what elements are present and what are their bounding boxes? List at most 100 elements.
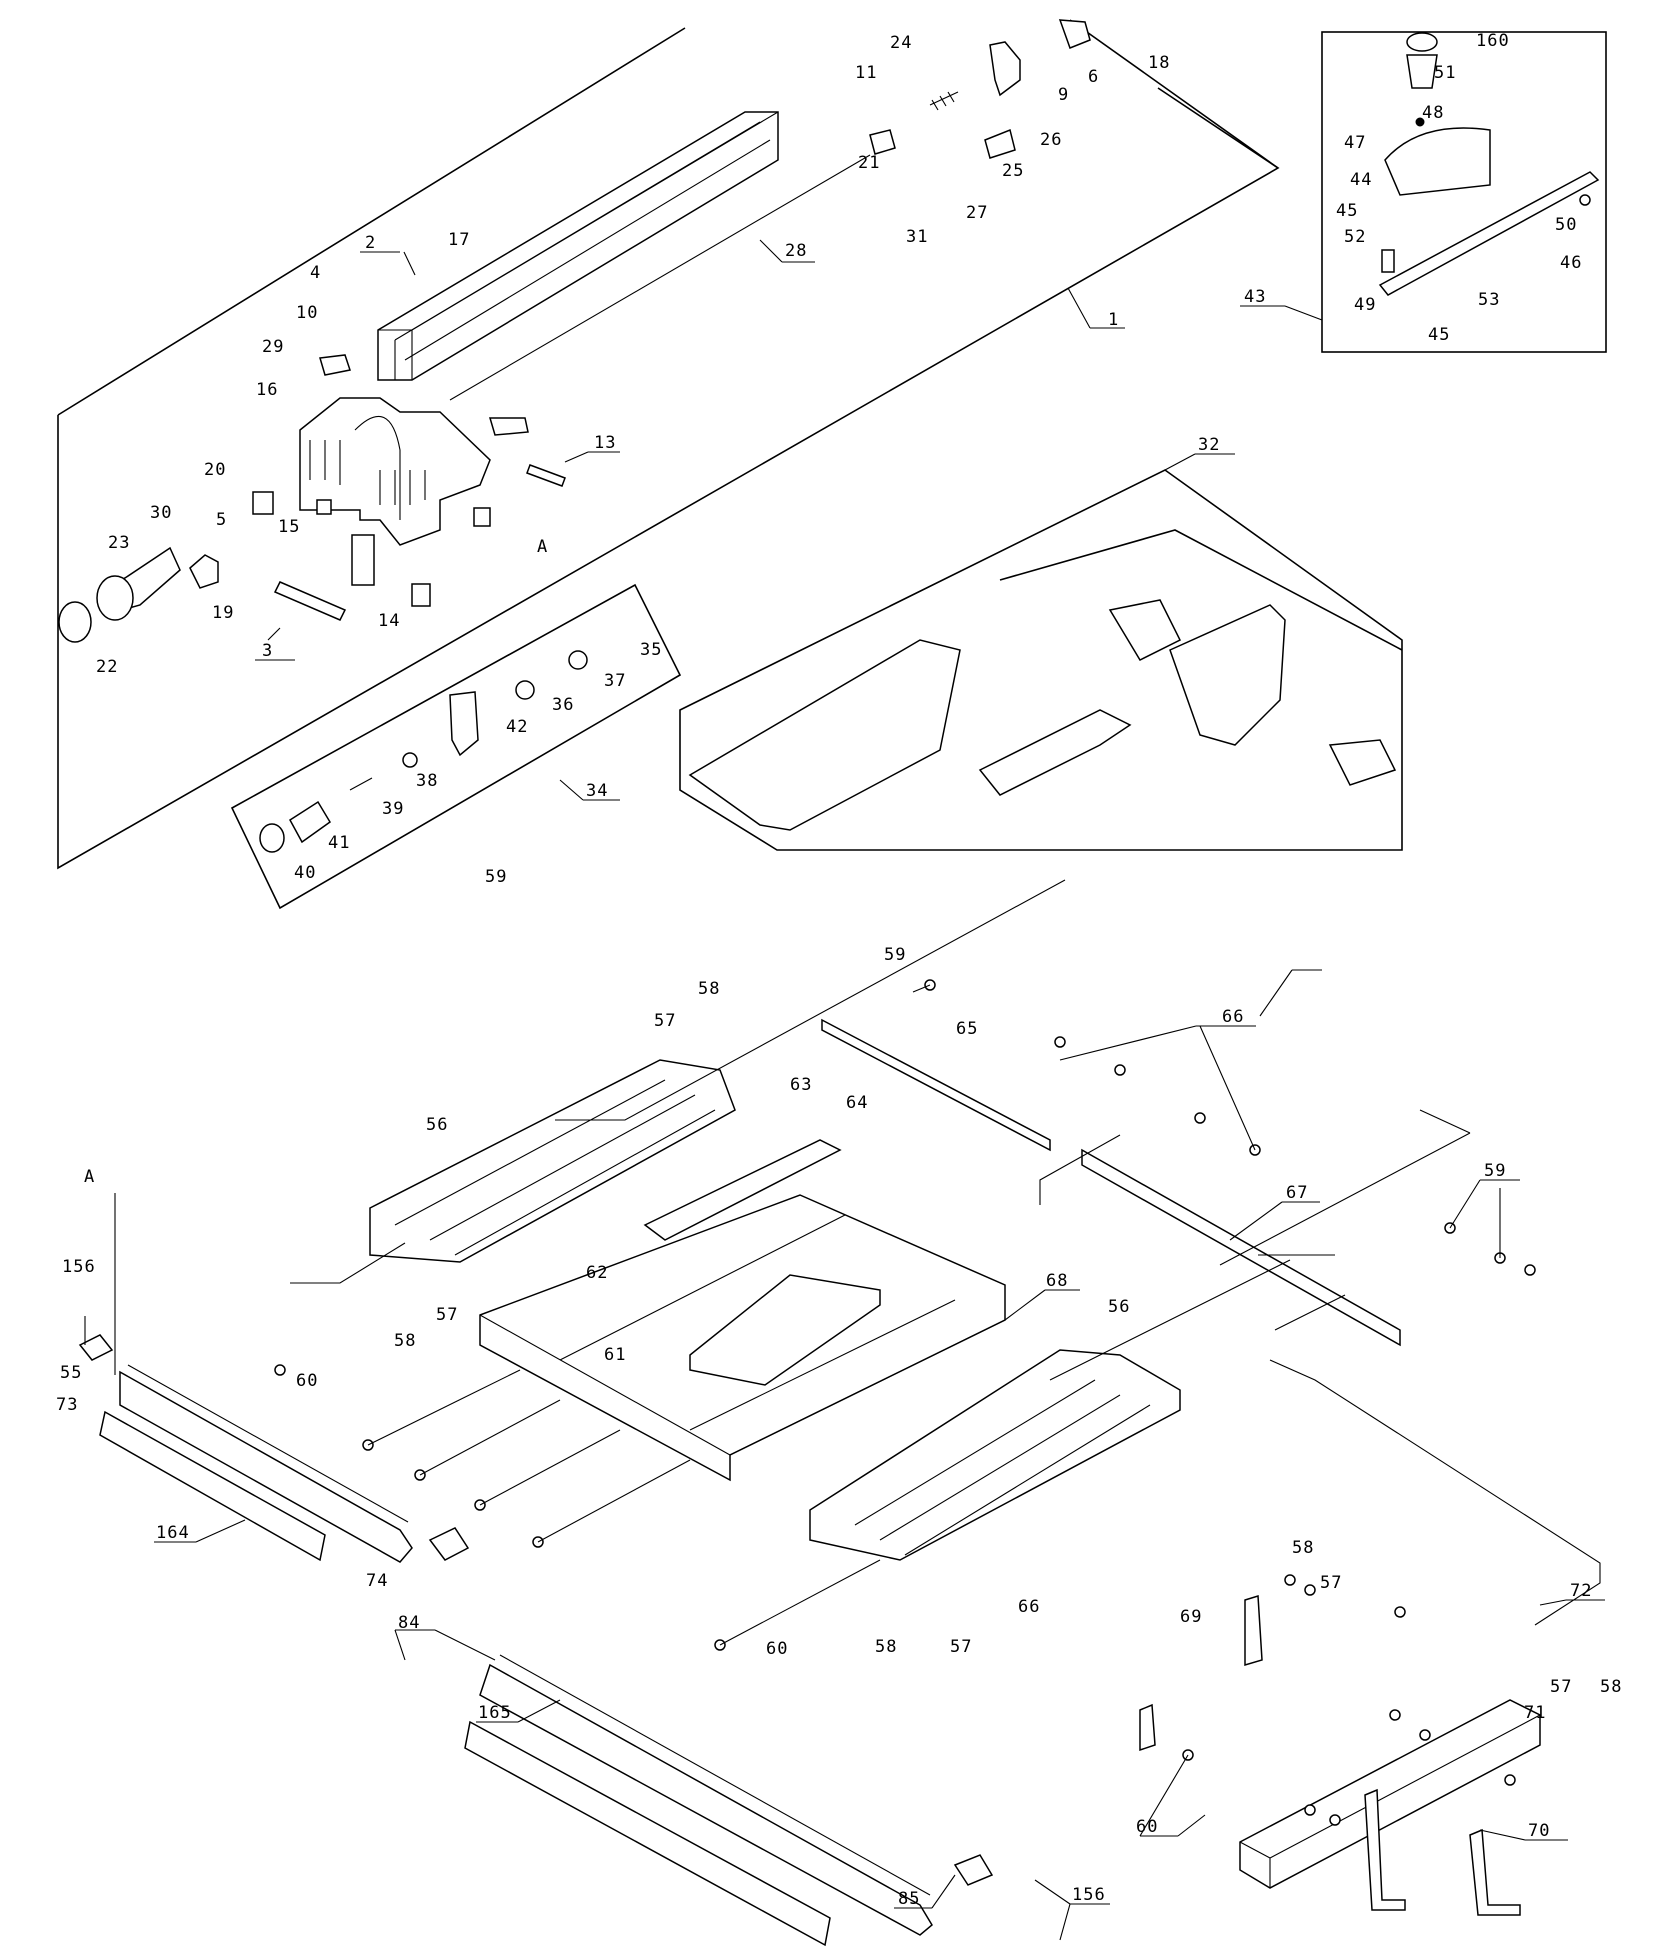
callout-58-c: 58 [875, 1637, 897, 1657]
callout-10: 10 [296, 303, 318, 323]
rail-label-165 [464, 1720, 831, 1947]
knob-51 [1406, 54, 1438, 89]
callout-49: 49 [1354, 295, 1376, 315]
callout-60-a: 60 [296, 1371, 318, 1391]
callout-57-b: 57 [436, 1305, 458, 1325]
callout-29: 29 [262, 337, 284, 357]
callout-27: 27 [966, 203, 988, 223]
callout-45-upper: 45 [1336, 201, 1358, 221]
shaft-19 [273, 581, 347, 621]
callout-30: 30 [150, 503, 172, 523]
callout-24: 24 [890, 33, 912, 53]
pin-13 [526, 464, 566, 487]
section-marker-lower: A [84, 1167, 95, 1187]
clip-29 [319, 354, 351, 376]
callout-17: 17 [448, 230, 470, 250]
callout-58-d: 58 [1292, 1538, 1314, 1558]
callout-2: 2 [365, 233, 376, 253]
callout-44: 44 [1350, 170, 1372, 190]
callout-64: 64 [846, 1093, 868, 1113]
knob-cap-160 [1406, 32, 1438, 52]
blade-teeth-lower [1328, 739, 1397, 786]
callout-1: 1 [1108, 310, 1119, 330]
miter-gauge-box [1321, 31, 1607, 353]
callout-21: 21 [858, 153, 880, 173]
spreader-arm [978, 709, 1132, 796]
callout-19: 19 [212, 603, 234, 623]
washer-36 [515, 680, 535, 700]
block-25 [984, 128, 1016, 159]
plate-21 [869, 129, 896, 155]
callout-85: 85 [898, 1889, 920, 1909]
callout-51: 51 [1434, 63, 1456, 83]
callout-57-e: 57 [1550, 1677, 1572, 1697]
extension-wing-56-right [809, 1349, 1181, 1561]
callout-43: 43 [1244, 287, 1266, 307]
callout-18: 18 [1148, 53, 1170, 73]
callout-58-e: 58 [1600, 1677, 1622, 1697]
callout-160: 160 [1476, 31, 1510, 51]
callout-31: 31 [906, 227, 928, 247]
callout-38: 38 [416, 771, 438, 791]
callout-13: 13 [594, 433, 616, 453]
callout-26: 26 [1040, 130, 1062, 150]
callout-6: 6 [1088, 67, 1099, 87]
callout-60-b: 60 [766, 1639, 788, 1659]
bracket-mid [488, 417, 529, 436]
callout-66-a: 66 [1222, 1007, 1244, 1027]
callout-70: 70 [1528, 1821, 1550, 1841]
hook-lower [1364, 1788, 1406, 1911]
callout-72: 72 [1570, 1581, 1592, 1601]
front-rail-73 [119, 1364, 413, 1563]
callout-69: 69 [1180, 1607, 1202, 1627]
callout-67: 67 [1286, 1183, 1308, 1203]
callout-56-right: 56 [1108, 1297, 1130, 1317]
miter-body-47 [1384, 127, 1491, 196]
callout-5: 5 [216, 510, 227, 530]
callout-20: 20 [204, 460, 226, 480]
callout-35: 35 [640, 640, 662, 660]
callout-labels: 1 2 3 4 5 6 9 10 11 13 14 15 16 17 18 19… [56, 31, 1622, 1909]
washer-48 [1415, 117, 1425, 127]
rail-label-164 [99, 1410, 326, 1562]
callout-28: 28 [785, 241, 807, 261]
fence-head-16 [299, 397, 491, 546]
callout-22: 22 [96, 657, 118, 677]
fasteners [274, 979, 1536, 1826]
spring-24 [929, 91, 959, 111]
leader-lines [154, 239, 1605, 1941]
hook-70 [1469, 1828, 1521, 1916]
fence-rail-17 [377, 111, 779, 381]
callout-4: 4 [310, 263, 321, 283]
rail-67 [1081, 1148, 1401, 1347]
rod-28 [449, 154, 871, 401]
callout-47: 47 [1344, 133, 1366, 153]
callout-58-a: 58 [698, 979, 720, 999]
callout-61: 61 [604, 1345, 626, 1365]
bracket-42 [449, 691, 479, 757]
callout-58-b: 58 [394, 1331, 416, 1351]
stand-rail-72 [1239, 1699, 1541, 1889]
callout-41: 41 [328, 833, 350, 853]
block-lower [411, 583, 431, 607]
block-52 [1381, 249, 1395, 273]
callout-25: 25 [1002, 161, 1024, 181]
callout-73: 73 [56, 1395, 78, 1415]
callout-57-d: 57 [1320, 1573, 1342, 1593]
bracket-left-stand [1139, 1703, 1156, 1752]
callout-23: 23 [108, 533, 130, 553]
callout-32: 32 [1198, 435, 1220, 455]
callout-59-b: 59 [884, 945, 906, 965]
callout-74: 74 [366, 1571, 388, 1591]
callout-15: 15 [278, 517, 300, 537]
callout-34: 34 [586, 781, 608, 801]
plate-14 [351, 534, 375, 586]
riving-plate [1169, 604, 1286, 746]
callout-84: 84 [398, 1613, 420, 1633]
block-20 [252, 491, 274, 515]
bracket-26 [989, 41, 1021, 97]
throat-insert-61 [689, 1274, 881, 1386]
callout-37: 37 [604, 671, 626, 691]
knob-41 [289, 800, 331, 844]
